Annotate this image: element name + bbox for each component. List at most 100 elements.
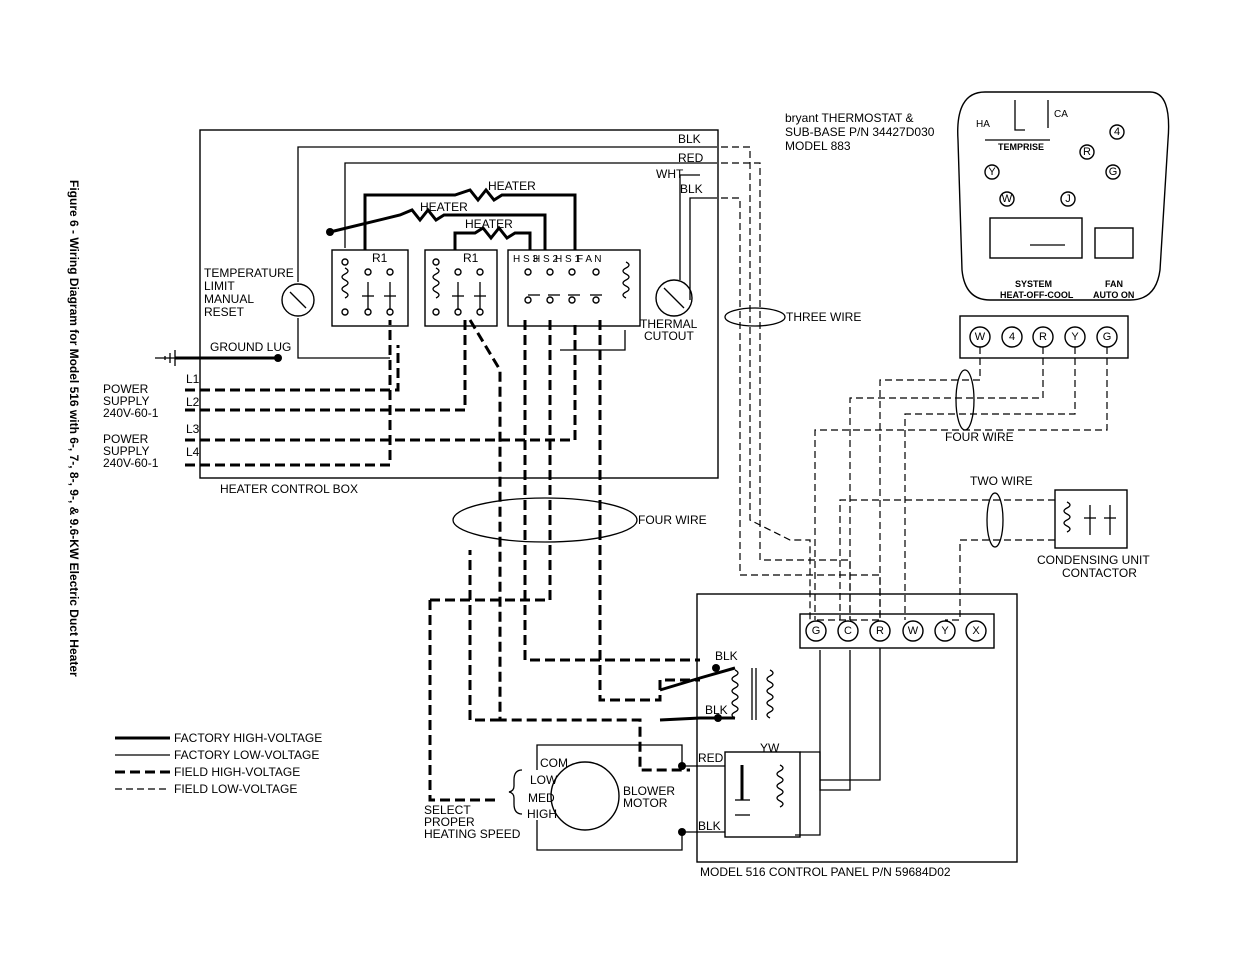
thermostat-terminal-r: R bbox=[1079, 144, 1095, 160]
relay-label-2: R1 bbox=[463, 251, 479, 265]
ha-label: HA bbox=[976, 119, 990, 130]
panel-wire-blk-1: BLK bbox=[715, 649, 738, 663]
panel-wire-red: RED bbox=[698, 751, 724, 765]
power-supply-2: POWER SUPPLY 240V-60-1 L3 L4 bbox=[103, 320, 577, 470]
thermal-cutout-label-1: THERMAL bbox=[640, 317, 698, 331]
heater-sequencer: H S 3 H S 2 H S 1 F A N bbox=[507, 249, 641, 327]
select-label-2: PROPER bbox=[424, 815, 475, 829]
select-label-3: HEATING SPEED bbox=[424, 827, 521, 841]
temp-limit-label-1: TEMPERATURE bbox=[204, 266, 294, 280]
heater-label-3: HEATER bbox=[465, 217, 513, 231]
blower-tap-high: HIGH bbox=[527, 807, 557, 821]
select-label-1: SELECT bbox=[424, 803, 471, 817]
svg-text:J: J bbox=[1065, 193, 1071, 205]
ca-label: CA bbox=[1054, 109, 1068, 120]
thermostat-terminal-j: J bbox=[1060, 191, 1076, 207]
heater-box-label: HEATER CONTROL BOX bbox=[220, 482, 358, 496]
blower-tap-com: COM bbox=[540, 756, 568, 770]
hs2-label: H S 2 bbox=[533, 254, 558, 265]
ps1-line-1: POWER bbox=[103, 382, 149, 396]
four-wire-center-label: FOUR WIRE bbox=[638, 513, 707, 527]
four-wire-bundle-center: FOUR WIRE bbox=[452, 497, 707, 543]
legend-factory-high: FACTORY HIGH-VOLTAGE bbox=[174, 731, 322, 745]
thermostat-line-3: MODEL 883 bbox=[785, 139, 851, 153]
three-wire-label: THREE WIRE bbox=[786, 310, 861, 324]
svg-text:C: C bbox=[844, 625, 852, 637]
svg-text:W: W bbox=[975, 331, 986, 343]
panel-terminal-c: C bbox=[837, 620, 859, 642]
condensing-unit-label-1: CONDENSING UNIT bbox=[1037, 553, 1150, 567]
blower-motor-label-1: BLOWER bbox=[623, 784, 675, 798]
thermostat: bryant THERMOSTAT & SUB-BASE P/N 34427D0… bbox=[785, 91, 1170, 301]
blower-tap-med: MED bbox=[528, 791, 555, 805]
svg-text:G: G bbox=[812, 625, 821, 637]
thermostat-terminal-g: G bbox=[1105, 164, 1121, 180]
ps2-line-2: SUPPLY bbox=[103, 444, 149, 458]
svg-text:G: G bbox=[1109, 166, 1118, 178]
temp-limit-label-3: MANUAL bbox=[204, 292, 254, 306]
heater-label-2: HEATER bbox=[420, 200, 468, 214]
svg-text:R: R bbox=[876, 625, 884, 637]
ground-lug-label: GROUND LUG bbox=[210, 340, 291, 354]
ps1-leg-l1: L1 bbox=[186, 372, 200, 386]
panel-terminal-g: G bbox=[805, 620, 827, 642]
panel-wire-yw: YW bbox=[760, 741, 780, 755]
svg-text:Y: Y bbox=[941, 625, 949, 637]
hs3-label: H S 3 bbox=[513, 254, 538, 265]
svg-text:4: 4 bbox=[1009, 331, 1015, 343]
four-wire-bundle-right: FOUR WIRE bbox=[945, 369, 1014, 444]
subbase-terminal-y: Y bbox=[1064, 326, 1086, 348]
panel-wire-blk-2: BLK bbox=[705, 703, 728, 717]
system-label: SYSTEM bbox=[1015, 279, 1052, 289]
condensing-unit-contactor: CONDENSING UNIT CONTACTOR bbox=[1037, 489, 1150, 580]
ground-lug: GROUND LUG bbox=[155, 340, 291, 366]
thermal-cutout-label-2: CUTOUT bbox=[644, 329, 694, 343]
svg-text:4: 4 bbox=[1114, 126, 1120, 138]
three-wire-bundle: THREE WIRE bbox=[724, 307, 861, 327]
control-panel-label: MODEL 516 CONTROL PANEL P/N 59684D02 bbox=[700, 865, 951, 879]
four-wire-right-label: FOUR WIRE bbox=[945, 430, 1014, 444]
heater-element-1: HEATER bbox=[363, 179, 577, 250]
ps1-line-3: 240V-60-1 bbox=[103, 406, 159, 420]
power-supply-1: POWER SUPPLY 240V-60-1 L1 L2 bbox=[103, 320, 467, 420]
heater-label-1: HEATER bbox=[488, 179, 536, 193]
two-wire-bundle: TWO WIRE bbox=[970, 474, 1033, 548]
blower-motor: BLOWER MOTOR COM LOW MED HIGH SELECT PRO… bbox=[424, 744, 725, 851]
thermostat-terminal-4: 4 bbox=[1109, 124, 1125, 140]
svg-text:W: W bbox=[1002, 193, 1013, 205]
wire-label-wht: WHT bbox=[656, 167, 684, 181]
thermostat-line-2: SUB-BASE P/N 34427D030 bbox=[785, 125, 935, 139]
ps2-leg-l3: L3 bbox=[186, 422, 200, 436]
wire-label-blk-2: BLK bbox=[680, 182, 703, 196]
ps1-leg-l2: L2 bbox=[186, 395, 200, 409]
svg-text:Y: Y bbox=[988, 166, 996, 178]
relay-r1-b: R1 bbox=[424, 249, 498, 327]
relay-label-1: R1 bbox=[372, 251, 388, 265]
ps2-leg-l4: L4 bbox=[186, 445, 200, 459]
system-switch bbox=[989, 217, 1083, 259]
subbase-terminal-w: W bbox=[969, 326, 991, 348]
svg-text:G: G bbox=[1103, 331, 1112, 343]
temperature-limit-switch: TEMPERATURE LIMIT MANUAL RESET bbox=[204, 266, 315, 319]
panel-wire-blk-3: BLK bbox=[698, 819, 721, 833]
thermostat-line-1: bryant THERMOSTAT & bbox=[785, 111, 913, 125]
panel-terminal-r: R bbox=[869, 620, 891, 642]
thermal-cutout: THERMAL CUTOUT bbox=[640, 279, 698, 343]
legend-factory-low: FACTORY LOW-VOLTAGE bbox=[174, 748, 319, 762]
temp-limit-label-2: LIMIT bbox=[204, 279, 235, 293]
svg-text:Y: Y bbox=[1071, 331, 1079, 343]
heater-control-box: HEATER CONTROL BOX BLK RED WHT BLK HEATE… bbox=[199, 129, 719, 496]
temp-limit-label-4: RESET bbox=[204, 305, 245, 319]
heater-element-2: HEATER bbox=[329, 200, 547, 250]
wire-label-blk-1: BLK bbox=[678, 132, 701, 146]
legend-field-low: FIELD LOW-VOLTAGE bbox=[174, 782, 297, 796]
line-legend: FACTORY HIGH-VOLTAGE FACTORY LOW-VOLTAGE… bbox=[115, 731, 322, 796]
ps1-line-2: SUPPLY bbox=[103, 394, 149, 408]
fan-relay-label: F A N bbox=[577, 254, 601, 265]
model-516-control-panel: MODEL 516 CONTROL PANEL P/N 59684D02 G C… bbox=[659, 593, 1018, 879]
svg-text:R: R bbox=[1039, 331, 1047, 343]
thermostat-terminal-y: Y bbox=[984, 164, 1000, 180]
two-wire-label: TWO WIRE bbox=[970, 474, 1033, 488]
subbase-terminal-r: R bbox=[1032, 326, 1054, 348]
